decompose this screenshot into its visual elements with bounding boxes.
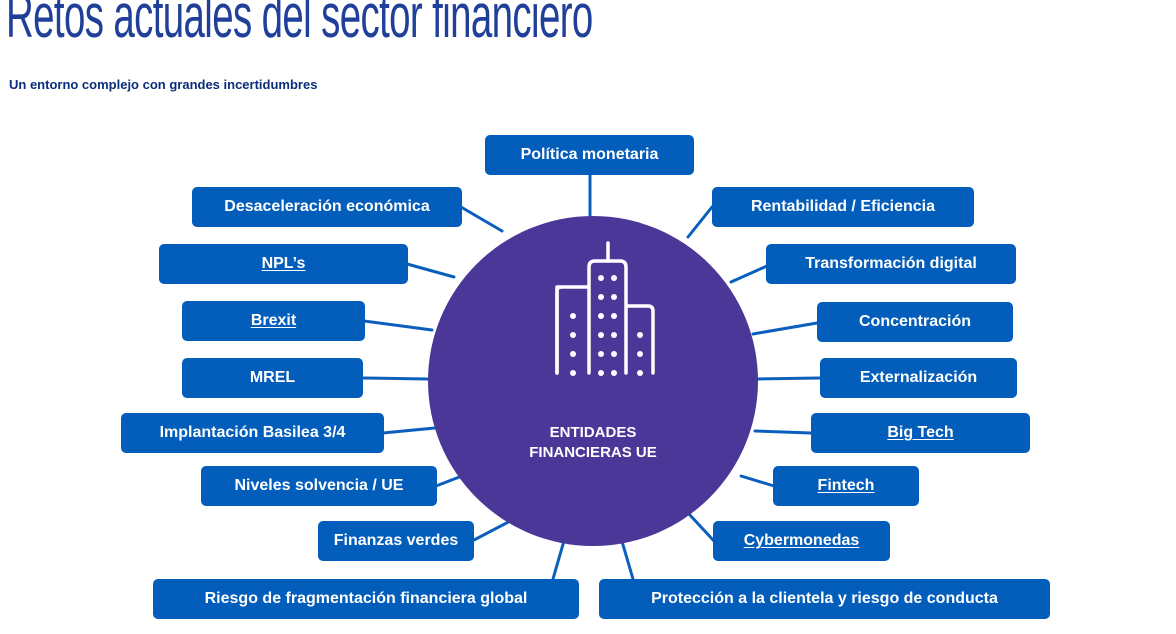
node-cybermonedas[interactable]: Cybermonedas (713, 521, 890, 561)
hub-entidades-financieras[interactable]: ENTIDADES FINANCIERAS UE (428, 216, 758, 546)
page-title: Retos actuales del sector financiero (6, 0, 593, 51)
node-finanzas-verdes[interactable]: Finanzas verdes (318, 521, 474, 561)
node-externalizacion[interactable]: Externalización (820, 358, 1017, 398)
node-desaceleracion-economica[interactable]: Desaceleración económica (192, 187, 462, 227)
node-implantacion-basilea[interactable]: Implantación Basilea 3/4 (121, 413, 384, 453)
node-niveles-solvencia[interactable]: Niveles solvencia / UE (201, 466, 437, 506)
node-mrel[interactable]: MREL (182, 358, 363, 398)
node-transformacion-digital[interactable]: Transformación digital (766, 244, 1016, 284)
node-big-tech[interactable]: Big Tech (811, 413, 1030, 453)
page-subtitle: Un entorno complejo con grandes incertid… (9, 77, 318, 92)
node-rentabilidad-eficiencia[interactable]: Rentabilidad / Eficiencia (712, 187, 974, 227)
node-politica-monetaria[interactable]: Política monetaria (485, 135, 694, 175)
hub-label: ENTIDADES FINANCIERAS UE (529, 424, 657, 461)
node-fintech[interactable]: Fintech (773, 466, 919, 506)
node-brexit[interactable]: Brexit (182, 301, 365, 341)
node-riesgo-fragmentacion[interactable]: Riesgo de fragmentación financiera globa… (153, 579, 579, 619)
node-concentracion[interactable]: Concentración (817, 302, 1013, 342)
node-npls[interactable]: NPL’s (159, 244, 408, 284)
node-proteccion-clientela[interactable]: Protección a la clientela y riesgo de co… (599, 579, 1050, 619)
buildings-icon (555, 241, 655, 376)
